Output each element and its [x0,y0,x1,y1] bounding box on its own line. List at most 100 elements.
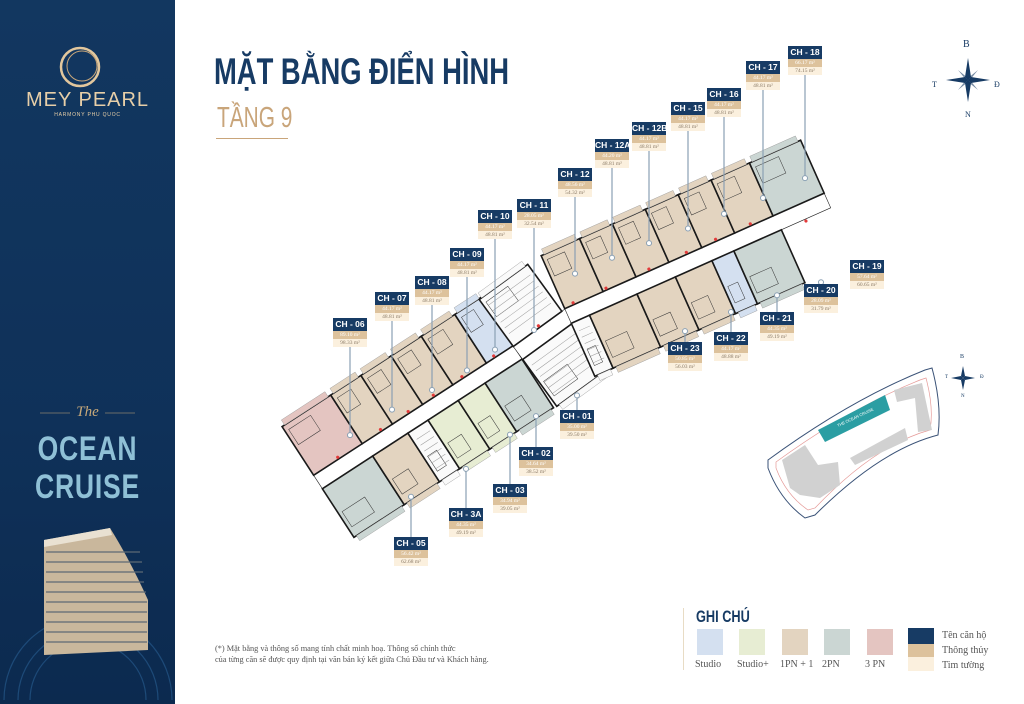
door-marker [536,324,541,328]
unit-area-thong-thuy: 35.00 m² [560,423,594,431]
unit-area-tim-tuong: 48.81 m² [450,269,484,277]
leader-dot [464,367,470,374]
room-outline [427,328,454,355]
building-illustration [44,528,148,655]
legend-swatch [867,629,893,655]
balcony [597,369,614,381]
balcony [356,506,406,542]
unit-name: CH - 21 [760,312,794,325]
ocean-cruise-building [818,395,890,442]
project-name-line1: OCEAN [37,430,138,468]
leader-dot [507,431,513,438]
room-outline [605,331,635,358]
unit-name: CH - 15 [671,102,705,115]
unit-area-tim-tuong: 48.81 m² [746,82,780,90]
site-compass-west: T [945,375,949,380]
stair-step [492,280,535,312]
unit-name: CH - 22 [714,332,748,345]
leader-dot [531,327,537,334]
unit-name: CH - 11 [517,199,551,212]
brand-panel-graphics [3,46,173,701]
unit-area-tim-tuong: 98.33 m² [333,339,367,347]
leader-dot [347,432,353,439]
balcony [615,347,661,373]
unit-area-tim-tuong: 48.81 m² [375,313,409,321]
leader-dot [682,328,688,335]
door-marker [378,427,383,432]
project-name-line2: CRUISE [35,468,140,506]
leader-dot [728,308,734,315]
unit-area-tim-tuong: 39.05 m² [493,505,527,513]
room-outline [586,345,603,366]
unit-area-tim-tuong: 74.15 m² [788,67,822,75]
balcony [281,391,329,426]
unit-area-thong-thuy: 66.17 m² [788,59,822,67]
leader-dot [408,493,414,500]
door-marker [431,393,435,397]
balcony [406,483,441,509]
unit-area-thong-thuy: 44.17 m² [746,74,780,82]
unit-area-thong-thuy: 34.94 m² [493,497,527,505]
balcony [738,304,758,319]
unit-name: CH - 07 [375,292,409,305]
balcony [329,371,359,394]
door-marker [571,301,575,305]
balcony [420,310,453,335]
unit-area-thong-thuy: 44.20 m² [595,152,629,160]
room-outline [341,496,375,528]
leader-dot [685,225,691,232]
unit-area-tim-tuong: 49.19 m² [760,333,794,341]
unit-name: CH - 23 [668,342,702,355]
unit-area-tim-tuong: 32.54 m² [517,220,551,228]
balcony [749,135,799,163]
room-outline [543,363,579,397]
stair-step [544,348,591,383]
stair-step [539,342,587,377]
unit-name: CH - 12A [595,139,631,152]
stair-step [531,331,579,366]
unit-area-thong-thuy: 50.85 m² [668,355,702,363]
room-outline [749,266,779,294]
floor-label: TẦNG 9 [217,102,293,134]
room-outline [288,414,321,445]
unit-area-thong-thuy: 44.17 m² [714,345,748,353]
balcony [441,470,461,486]
stair-step [431,453,446,464]
leader-dot [463,465,469,472]
compass-west: T [932,80,937,89]
balcony [701,314,736,335]
room-outline [504,394,532,422]
unit-area-tim-tuong: 48.88 m² [714,353,748,361]
legend-label: 2PN [822,659,840,670]
unit-name: CH - 10 [478,210,512,223]
leader-dot [609,254,615,261]
leader-dot [574,392,580,399]
unit-name: CH - 16 [707,88,741,101]
unit-name: CH - 12 [558,168,592,181]
room-outline [397,349,422,375]
leader-dot [389,406,395,413]
legend-key-thongthuy-swatch [908,644,934,657]
room-outline [367,369,392,394]
compass-north: B [963,39,970,50]
unit-area-thong-thuy: 44.17 m² [375,305,409,313]
unit-name: CH - 02 [519,447,553,460]
unit-area-tim-tuong: 48.81 m² [415,297,449,305]
legend-swatch [782,629,808,655]
unit-name: CH - 01 [560,410,594,423]
leader-dot [721,210,727,217]
floor-underline [216,138,288,139]
balcony [612,204,643,224]
room-outline [755,156,787,184]
unit-area-tim-tuong: 48.81 m² [707,109,741,117]
stair-step [416,430,431,440]
brand-subtitle: HARMONY PHU QUOC [54,112,121,118]
